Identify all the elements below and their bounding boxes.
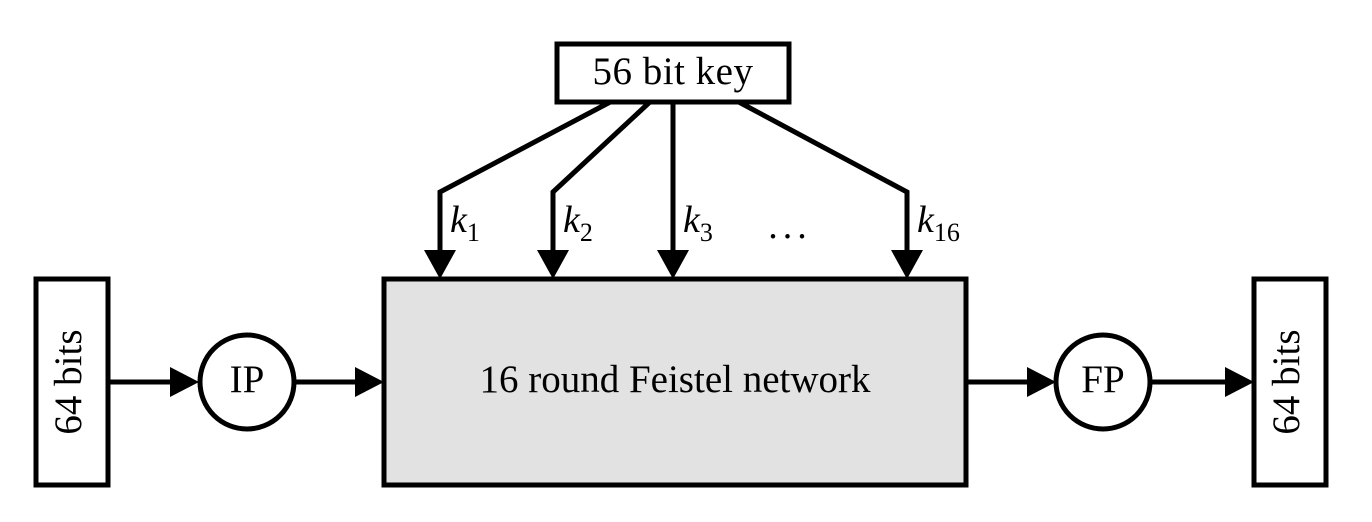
round-key-index-k2: 2 <box>580 218 593 247</box>
output-bits-label: 64 bits <box>1265 329 1308 434</box>
connector-network-to-fp <box>966 367 1056 397</box>
round-key-index-k1: 1 <box>467 218 480 247</box>
round-key-labels: k1 k2 k3 k16 ... <box>450 199 960 247</box>
round-key-base-k1: k <box>450 199 468 241</box>
key-line-k1 <box>437 97 616 262</box>
round-key-base-k16: k <box>917 199 935 241</box>
input-bits-label: 64 bits <box>47 329 90 434</box>
input-bits-box[interactable]: 64 bits <box>33 276 111 488</box>
key-arrowhead-k2 <box>537 250 569 279</box>
round-key-base-k3: k <box>683 199 701 241</box>
connector-ip-to-network-arrowhead <box>355 367 384 397</box>
key-arrowhead-k3 <box>657 250 689 279</box>
input-bits-rect <box>33 276 111 488</box>
connector-network-to-fp-arrowhead <box>1027 367 1056 397</box>
round-key-ellipsis: ... <box>768 205 812 247</box>
key-line-k16 <box>733 97 910 262</box>
connector-fp-to-output <box>1150 367 1254 397</box>
final-permutation-node[interactable]: FP <box>1053 332 1153 432</box>
connector-ip-to-network <box>294 367 384 397</box>
round-key-label-k16: k16 <box>917 199 960 247</box>
feistel-network-label: 16 round Feistel network <box>479 358 871 401</box>
connector-fp-to-output-arrowhead <box>1225 367 1254 397</box>
key-arrowhead-k1 <box>424 250 456 279</box>
key-fanout-connectors <box>424 97 923 279</box>
connector-input-to-ip <box>108 367 199 397</box>
connector-input-to-ip-arrowhead <box>170 367 199 397</box>
round-key-label-k2: k2 <box>563 199 593 247</box>
round-key-index-k16: 16 <box>934 218 960 247</box>
initial-permutation-label: IP <box>230 358 265 401</box>
round-key-label-k1: k1 <box>450 199 480 247</box>
initial-permutation-node[interactable]: IP <box>197 332 297 432</box>
output-bits-rect <box>1251 276 1329 488</box>
key-arrowhead-k16 <box>891 250 923 279</box>
key-line-k2 <box>550 98 654 262</box>
final-permutation-label: FP <box>1081 358 1124 401</box>
output-bits-box[interactable]: 64 bits <box>1251 276 1329 488</box>
key-box-rect <box>554 41 792 105</box>
key-box[interactable]: 56 bit key <box>554 41 792 105</box>
key-box-label: 56 bit key <box>593 50 754 93</box>
feistel-network-box[interactable]: 16 round Feistel network <box>381 276 969 488</box>
round-key-index-k3: 3 <box>700 218 713 247</box>
round-key-base-k2: k <box>563 199 581 241</box>
round-key-label-k3: k3 <box>683 199 713 247</box>
